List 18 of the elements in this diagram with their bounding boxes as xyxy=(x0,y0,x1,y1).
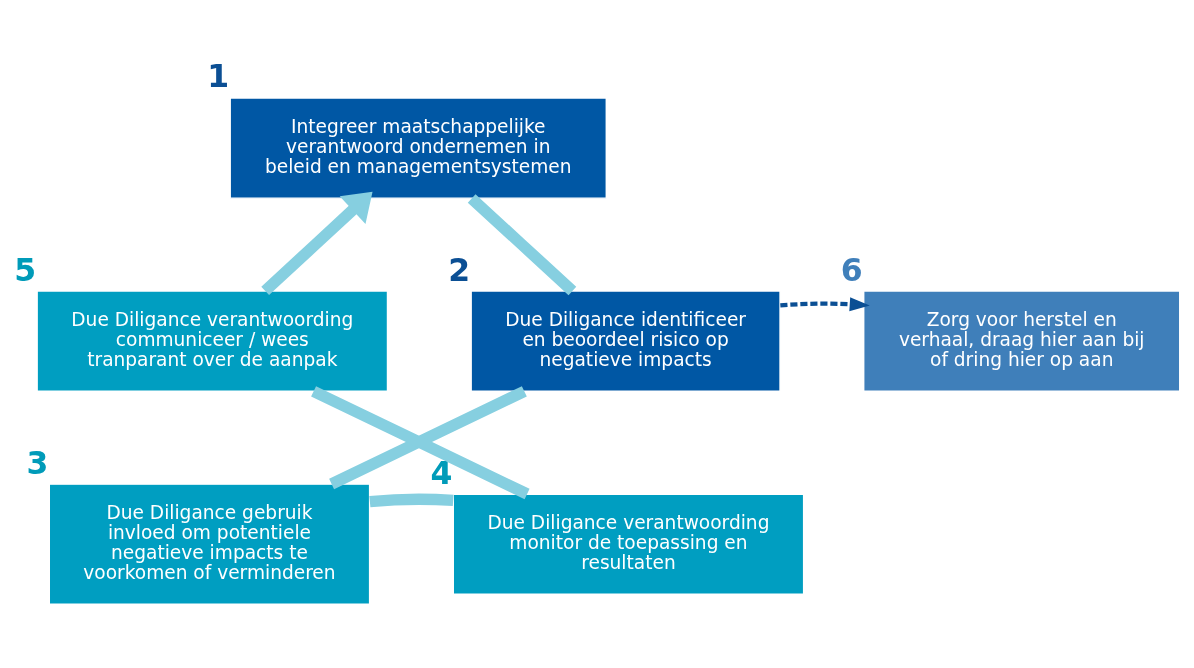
arrow xyxy=(780,297,870,312)
node-label: 5 xyxy=(14,251,37,288)
node-box: Due Diligance gebruik invloed om potentiele negatieve impacts te voorkomen of verminderen xyxy=(48,483,371,605)
node-label: 3 xyxy=(26,444,49,481)
node-box: Due Diligance identificeer en beoordeel risico op negatieve impacts xyxy=(470,290,781,392)
arrow xyxy=(261,191,373,296)
node-box: Due Diligance verantwoording communiceer / wees tranparant over de aanpak xyxy=(36,290,389,392)
node-box: Due Diligance verantwoording monitor de toepassing en resultaten xyxy=(452,493,805,595)
node-box: Integreer maatschappelijke verantwoord ondernemen in beleid en managementsystemen xyxy=(229,97,607,199)
node-label: 4 xyxy=(430,454,453,491)
connector xyxy=(467,194,577,296)
node-label: 2 xyxy=(448,251,471,288)
connector xyxy=(329,386,527,490)
node-label: 6 xyxy=(840,251,863,288)
node-box: Zorg voor herstel en verhaal, draag hier aan bij of dring hier op aan xyxy=(863,290,1181,392)
connector xyxy=(369,493,454,508)
connector xyxy=(311,386,530,500)
node-label: 1 xyxy=(207,58,230,95)
